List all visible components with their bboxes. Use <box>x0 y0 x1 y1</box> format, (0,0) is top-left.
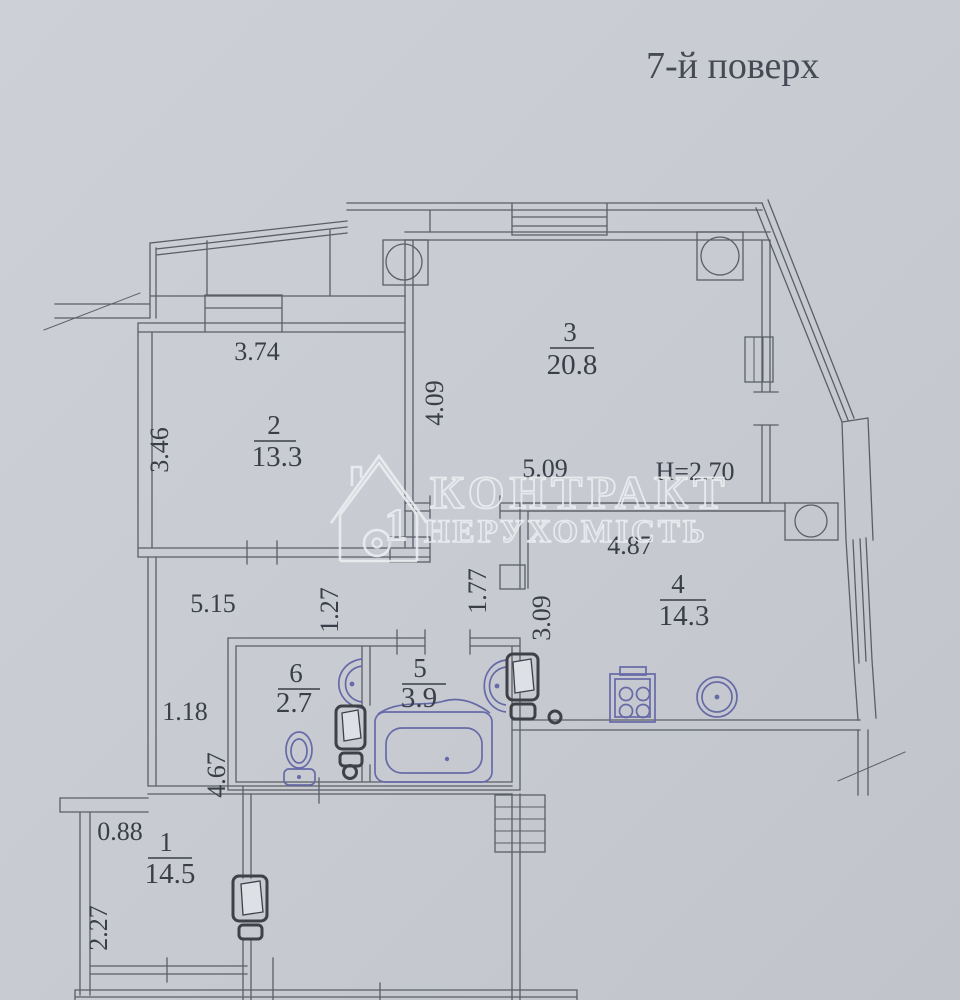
dim-hall-depth: 1.27 <box>315 587 344 633</box>
bathtub-rim <box>377 698 491 715</box>
room3-label: 3 20.8 <box>547 317 598 381</box>
column-icon <box>700 236 740 276</box>
room1-walls <box>59 785 578 1000</box>
room-area: 20.8 <box>547 349 598 381</box>
agency-logo-house-icon: 1 <box>329 453 429 563</box>
window-icon <box>744 336 774 383</box>
room6-label: 6 2.7 <box>276 658 320 719</box>
watermark: 1 КОНТРАКТ НЕРУХОМІСТЬ <box>329 453 729 563</box>
dim-passage-depth: 1.77 <box>463 568 492 614</box>
watermark-line2: НЕРУХОМІСТЬ <box>424 514 708 550</box>
room-area: 14.3 <box>659 600 710 632</box>
logo-digit: 1 <box>385 499 408 550</box>
column-niche <box>696 231 744 281</box>
page-title: 7-й поверх <box>646 45 819 87</box>
dim-room1-offset: 0.88 <box>97 817 143 846</box>
dim-room2-width: 3.74 <box>234 337 280 366</box>
room-area: 13.3 <box>252 441 303 473</box>
wall-break-icon <box>43 292 141 331</box>
room-area: 2.7 <box>276 687 312 719</box>
dim-room3-width: 5.09 <box>522 454 568 483</box>
balcony-top-left-walls <box>54 220 406 319</box>
watermark-line1: КОНТРАКТ <box>430 467 729 519</box>
room5-label: 5 3.9 <box>401 653 446 714</box>
hatch-lines <box>494 806 546 844</box>
dim-kitchen-depth: 3.09 <box>527 595 556 641</box>
dim-room1-depth: 2.27 <box>84 905 113 951</box>
room-area: 3.9 <box>401 682 437 714</box>
room-number: 4 <box>671 569 685 599</box>
dim-room2-depth: 3.46 <box>145 427 174 473</box>
bathtub-icon <box>374 711 493 783</box>
hatch-block <box>494 794 546 853</box>
column-niche <box>784 502 839 541</box>
column-icon <box>794 504 828 538</box>
door-icon <box>505 652 540 721</box>
dim-hall-lower-width: 1.18 <box>162 697 208 726</box>
toilet-bowl <box>290 738 308 764</box>
stair-block-walls <box>511 793 521 1000</box>
balcony-right-walls <box>755 199 877 796</box>
wall-break-icon <box>837 751 906 782</box>
hall-walls <box>147 556 513 804</box>
dimension-labels: 3.74 3.46 4.09 5.09 H=2.70 4.87 3.09 5.1… <box>84 337 734 951</box>
kitchen-sink-icon <box>696 676 738 718</box>
faucet-dot <box>494 683 500 689</box>
room-labels: 2 13.3 3 20.8 4 14.3 5 3.9 6 2.7 1 14.5 <box>145 317 710 890</box>
stove-icon <box>609 666 656 723</box>
kitchen-walls <box>511 502 861 731</box>
bathtub-basin <box>385 727 483 774</box>
drain-dot <box>444 756 450 762</box>
room4-label: 4 14.3 <box>659 569 710 632</box>
room-number: 3 <box>563 317 577 347</box>
column-niche <box>382 239 429 286</box>
walls <box>43 199 906 1000</box>
room2-walls <box>137 239 431 565</box>
door-icon <box>334 704 367 780</box>
toilet-tank <box>283 768 316 786</box>
door-icon <box>231 874 269 941</box>
dim-kitchen-width: 4.87 <box>607 531 653 560</box>
room-number: 6 <box>289 658 303 688</box>
room1-label: 1 14.5 <box>145 827 196 890</box>
room-number: 2 <box>267 410 281 440</box>
faucet-dot <box>349 681 355 687</box>
dim-hall-width: 5.15 <box>190 589 236 618</box>
ceiling-height-note: H=2.70 <box>656 457 735 486</box>
room2-label: 2 13.3 <box>252 410 303 473</box>
room-number: 1 <box>159 827 173 857</box>
window-glass-lines <box>753 336 764 383</box>
column-icon <box>385 243 423 281</box>
door-post <box>499 564 526 590</box>
dim-hall-lower-depth: 4.67 <box>202 752 231 798</box>
fixtures <box>231 652 738 941</box>
toilet-dot <box>297 775 301 779</box>
knob-icon <box>547 709 563 725</box>
room-area: 14.5 <box>145 858 196 890</box>
room-number: 5 <box>413 653 427 683</box>
washbasin-icon <box>483 659 507 713</box>
toilet-icon <box>285 731 313 769</box>
dim-room3-depth: 4.09 <box>420 380 449 426</box>
